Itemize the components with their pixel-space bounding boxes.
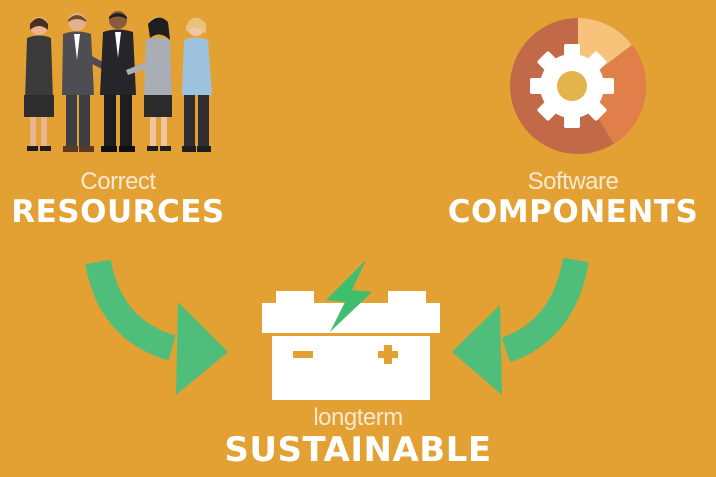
person-3 bbox=[100, 11, 136, 152]
person-1 bbox=[24, 17, 54, 151]
components-label: Software COMPONENTS bbox=[430, 168, 716, 230]
sustainable-caption: longterm bbox=[313, 404, 403, 431]
person-4 bbox=[126, 17, 172, 151]
components-title: COMPONENTS bbox=[447, 194, 699, 230]
resources-title: RESOURCES bbox=[11, 194, 225, 230]
plus-sign bbox=[378, 345, 398, 364]
minus-sign bbox=[293, 351, 313, 358]
battery-icon bbox=[262, 260, 440, 400]
resources-label: Correct RESOURCES bbox=[0, 168, 236, 230]
lightning-bolt-icon bbox=[326, 260, 372, 332]
left-curved-arrow bbox=[85, 259, 228, 395]
gear-pie-chart-icon bbox=[510, 18, 646, 154]
gear-icon bbox=[530, 44, 614, 128]
person-5 bbox=[182, 18, 212, 152]
components-caption: Software bbox=[527, 168, 619, 195]
person-2 bbox=[62, 13, 110, 152]
sustainable-label: longterm SUSTAINABLE bbox=[198, 404, 518, 470]
business-people-icon bbox=[24, 11, 212, 152]
resources-caption: Correct bbox=[80, 168, 156, 195]
sustainable-title: SUSTAINABLE bbox=[224, 430, 492, 470]
right-curved-arrow bbox=[452, 257, 589, 395]
